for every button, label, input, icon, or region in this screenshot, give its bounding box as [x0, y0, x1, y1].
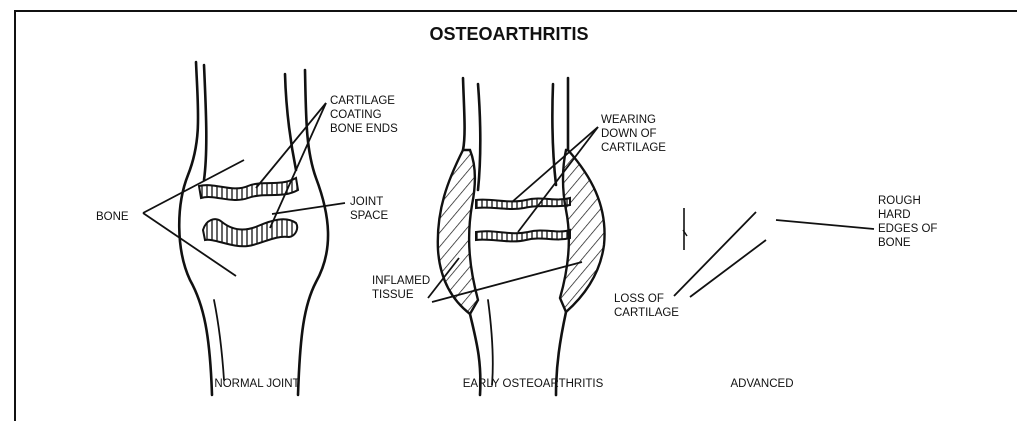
label-joint-space: JOINT SPACE [350, 196, 388, 222]
label-rough-line2: HARD [878, 209, 911, 221]
label-wearing-line2: DOWN OF [601, 128, 657, 140]
label-rough-line1: ROUGH [878, 195, 921, 207]
label-wearing-down: WEARING DOWN OF CARTILAGE [601, 114, 666, 154]
diagram-title: OSTEOARTHRITIS [429, 24, 588, 44]
label-loss-line2: CARTILAGE [614, 307, 679, 319]
advanced-illustration [674, 208, 874, 297]
caption-advanced: ADVANCED [730, 378, 793, 390]
label-joint-space-line1: JOINT [350, 196, 383, 208]
label-cartilage-line2: COATING [330, 109, 382, 121]
bone-pointer-upper [143, 160, 244, 213]
label-rough-line4: BONE [878, 237, 911, 249]
label-wearing-line1: WEARING [601, 114, 656, 126]
label-loss-of-cartilage: LOSS OF CARTILAGE [614, 293, 679, 319]
joint-space-pointer [272, 203, 345, 214]
early-oa-illustration [428, 78, 605, 395]
label-joint-space-line2: SPACE [350, 210, 388, 222]
label-rough-line3: EDGES OF [878, 223, 937, 235]
loss-pointer-1 [674, 212, 756, 296]
label-wearing-line3: CARTILAGE [601, 142, 666, 154]
caption-early-osteoarthritis: EARLY OSTEOARTHRITIS [463, 378, 604, 390]
normal-joint-illustration [143, 62, 345, 395]
label-inflamed-line2: TISSUE [372, 289, 414, 301]
label-loss-line1: LOSS OF [614, 293, 664, 305]
label-bone: BONE [96, 211, 129, 223]
label-inflamed-tissue: INFLAMED TISSUE [372, 275, 433, 301]
caption-normal-joint: NORMAL JOINT [214, 378, 299, 390]
label-cartilage-coating: CARTILAGE COATING BONE ENDS [330, 95, 398, 135]
rough-edges-pointer [776, 220, 874, 229]
label-inflamed-line1: INFLAMED [372, 275, 430, 287]
label-cartilage-line3: BONE ENDS [330, 123, 398, 135]
label-cartilage-line1: CARTILAGE [330, 95, 395, 107]
label-rough-edges: ROUGH HARD EDGES OF BONE [878, 195, 941, 249]
